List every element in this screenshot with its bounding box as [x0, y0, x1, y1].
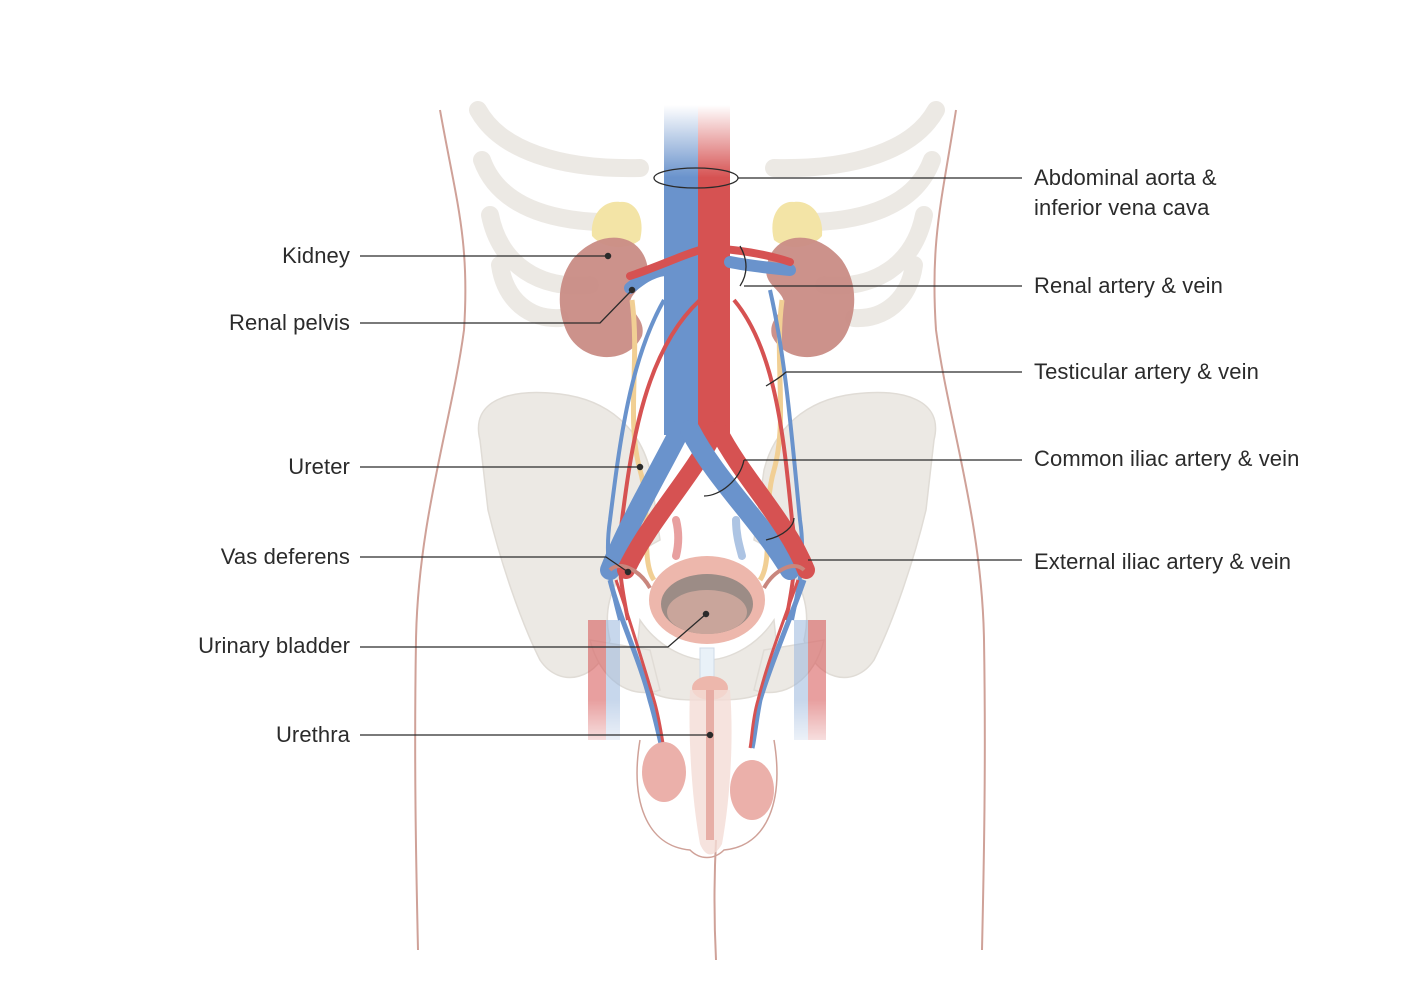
great-vessels	[664, 105, 730, 435]
label-external-iliac: External iliac artery & vein	[1034, 549, 1292, 574]
label-common-iliac: Common iliac artery & vein	[1034, 446, 1300, 471]
label-urinary-bladder: Urinary bladder	[198, 633, 350, 658]
label-kidney: Kidney	[282, 243, 350, 268]
label-urethra: Urethra	[275, 722, 350, 747]
label-vas-deferens: Vas deferens	[220, 544, 350, 569]
testes	[636, 739, 778, 859]
label-renal-pelvis: Renal pelvis	[228, 310, 350, 335]
urinary-bladder	[649, 556, 765, 644]
label-aorta-vena-cava-line1: Abdominal aorta &	[1034, 165, 1217, 190]
pelvis	[477, 391, 937, 701]
leader-lines	[360, 167, 1022, 739]
label-renal-artery-vein: Renal artery & vein	[1034, 273, 1223, 298]
label-aorta-vena-cava-line2: inferior vena cava	[1034, 195, 1210, 220]
vas-deferens	[608, 564, 806, 590]
rib-cage	[469, 101, 945, 328]
body-outline	[414, 109, 986, 961]
label-testicular-artery-vein: Testicular artery & vein	[1034, 359, 1259, 384]
label-ureter: Ureter	[288, 454, 350, 479]
renal-vessels	[624, 244, 796, 294]
adrenal-glands	[591, 201, 823, 248]
iliac-vessels	[600, 420, 815, 580]
urethra	[689, 647, 732, 855]
